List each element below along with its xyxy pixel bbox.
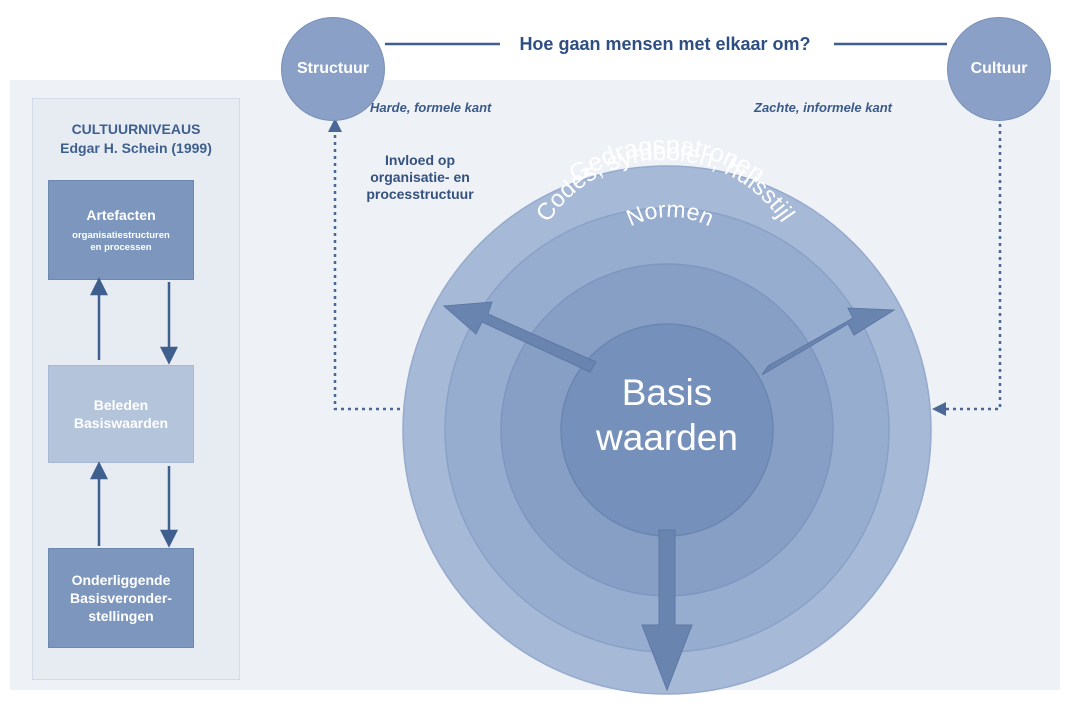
dotted-line-to-structuur bbox=[333, 128, 400, 411]
panel-title-author: Edgar H. Schein (1999) bbox=[60, 140, 212, 156]
side-arrow-down-1 bbox=[159, 346, 179, 365]
arrow-down bbox=[641, 529, 693, 692]
label-waarden: waarden bbox=[595, 417, 738, 458]
dotted-line-from-cultuur bbox=[945, 124, 1002, 411]
artefacten-box: Artefacten organisatiestructuren en proc… bbox=[48, 180, 194, 280]
arrow-upper-left bbox=[442, 301, 597, 373]
cultuur-node: Cultuur bbox=[947, 17, 1051, 121]
header-question: Hoe gaan mensen met elkaar om? bbox=[500, 34, 830, 55]
artefacten-sublabel: organisatiestructuren en processen bbox=[72, 230, 170, 254]
beleden-label-line1: Beleden bbox=[93, 397, 149, 413]
structuur-node: Structuur bbox=[281, 17, 385, 121]
beleden-basiswaarden-box: Beleden Basiswaarden bbox=[48, 365, 194, 463]
artefacten-label: Artefacten bbox=[86, 207, 156, 223]
side-arrow-down-2 bbox=[159, 529, 179, 548]
side-arrow-up-1 bbox=[89, 277, 109, 296]
structuur-label: Structuur bbox=[297, 60, 369, 77]
arrows bbox=[442, 301, 896, 692]
panel-title-heading: CULTUURNIVEAUS bbox=[71, 121, 201, 137]
zachte-informele-label: Zachte, informele kant bbox=[754, 100, 892, 115]
invloed-line3: processtructuur bbox=[366, 186, 474, 202]
cultuur-label: Cultuur bbox=[970, 60, 1028, 77]
dotted-arrowhead-left bbox=[932, 402, 946, 416]
culture-levels-title: CULTUURNIVEAUS Edgar H. Schein (1999) bbox=[32, 120, 240, 158]
onderliggende-label-line1: Onderliggende bbox=[71, 572, 171, 588]
onderliggende-box: Onderliggende Basisveronder- stellingen bbox=[48, 548, 194, 648]
beleden-label-line2: Basiswaarden bbox=[73, 415, 169, 431]
onderliggende-label-line3: stellingen bbox=[88, 608, 154, 624]
side-arrow-up-2 bbox=[89, 461, 109, 480]
invloed-label: Invloed op organisatie- en processtructu… bbox=[355, 152, 485, 203]
artefacten-sublabel-line2: en processen bbox=[90, 242, 152, 253]
artefacten-sublabel-line1: organisatiestructuren bbox=[72, 230, 170, 241]
onderliggende-label-line2: Basisveronder- bbox=[70, 590, 172, 606]
side-arrows bbox=[89, 277, 179, 548]
invloed-line2: organisatie- en bbox=[370, 169, 470, 185]
invloed-line1: Invloed op bbox=[385, 152, 455, 168]
harde-formele-label: Harde, formele kant bbox=[370, 100, 492, 115]
arrow-upper-right bbox=[761, 307, 896, 376]
label-basis: Basis bbox=[622, 372, 712, 413]
dotted-arrowhead-up bbox=[328, 118, 342, 132]
